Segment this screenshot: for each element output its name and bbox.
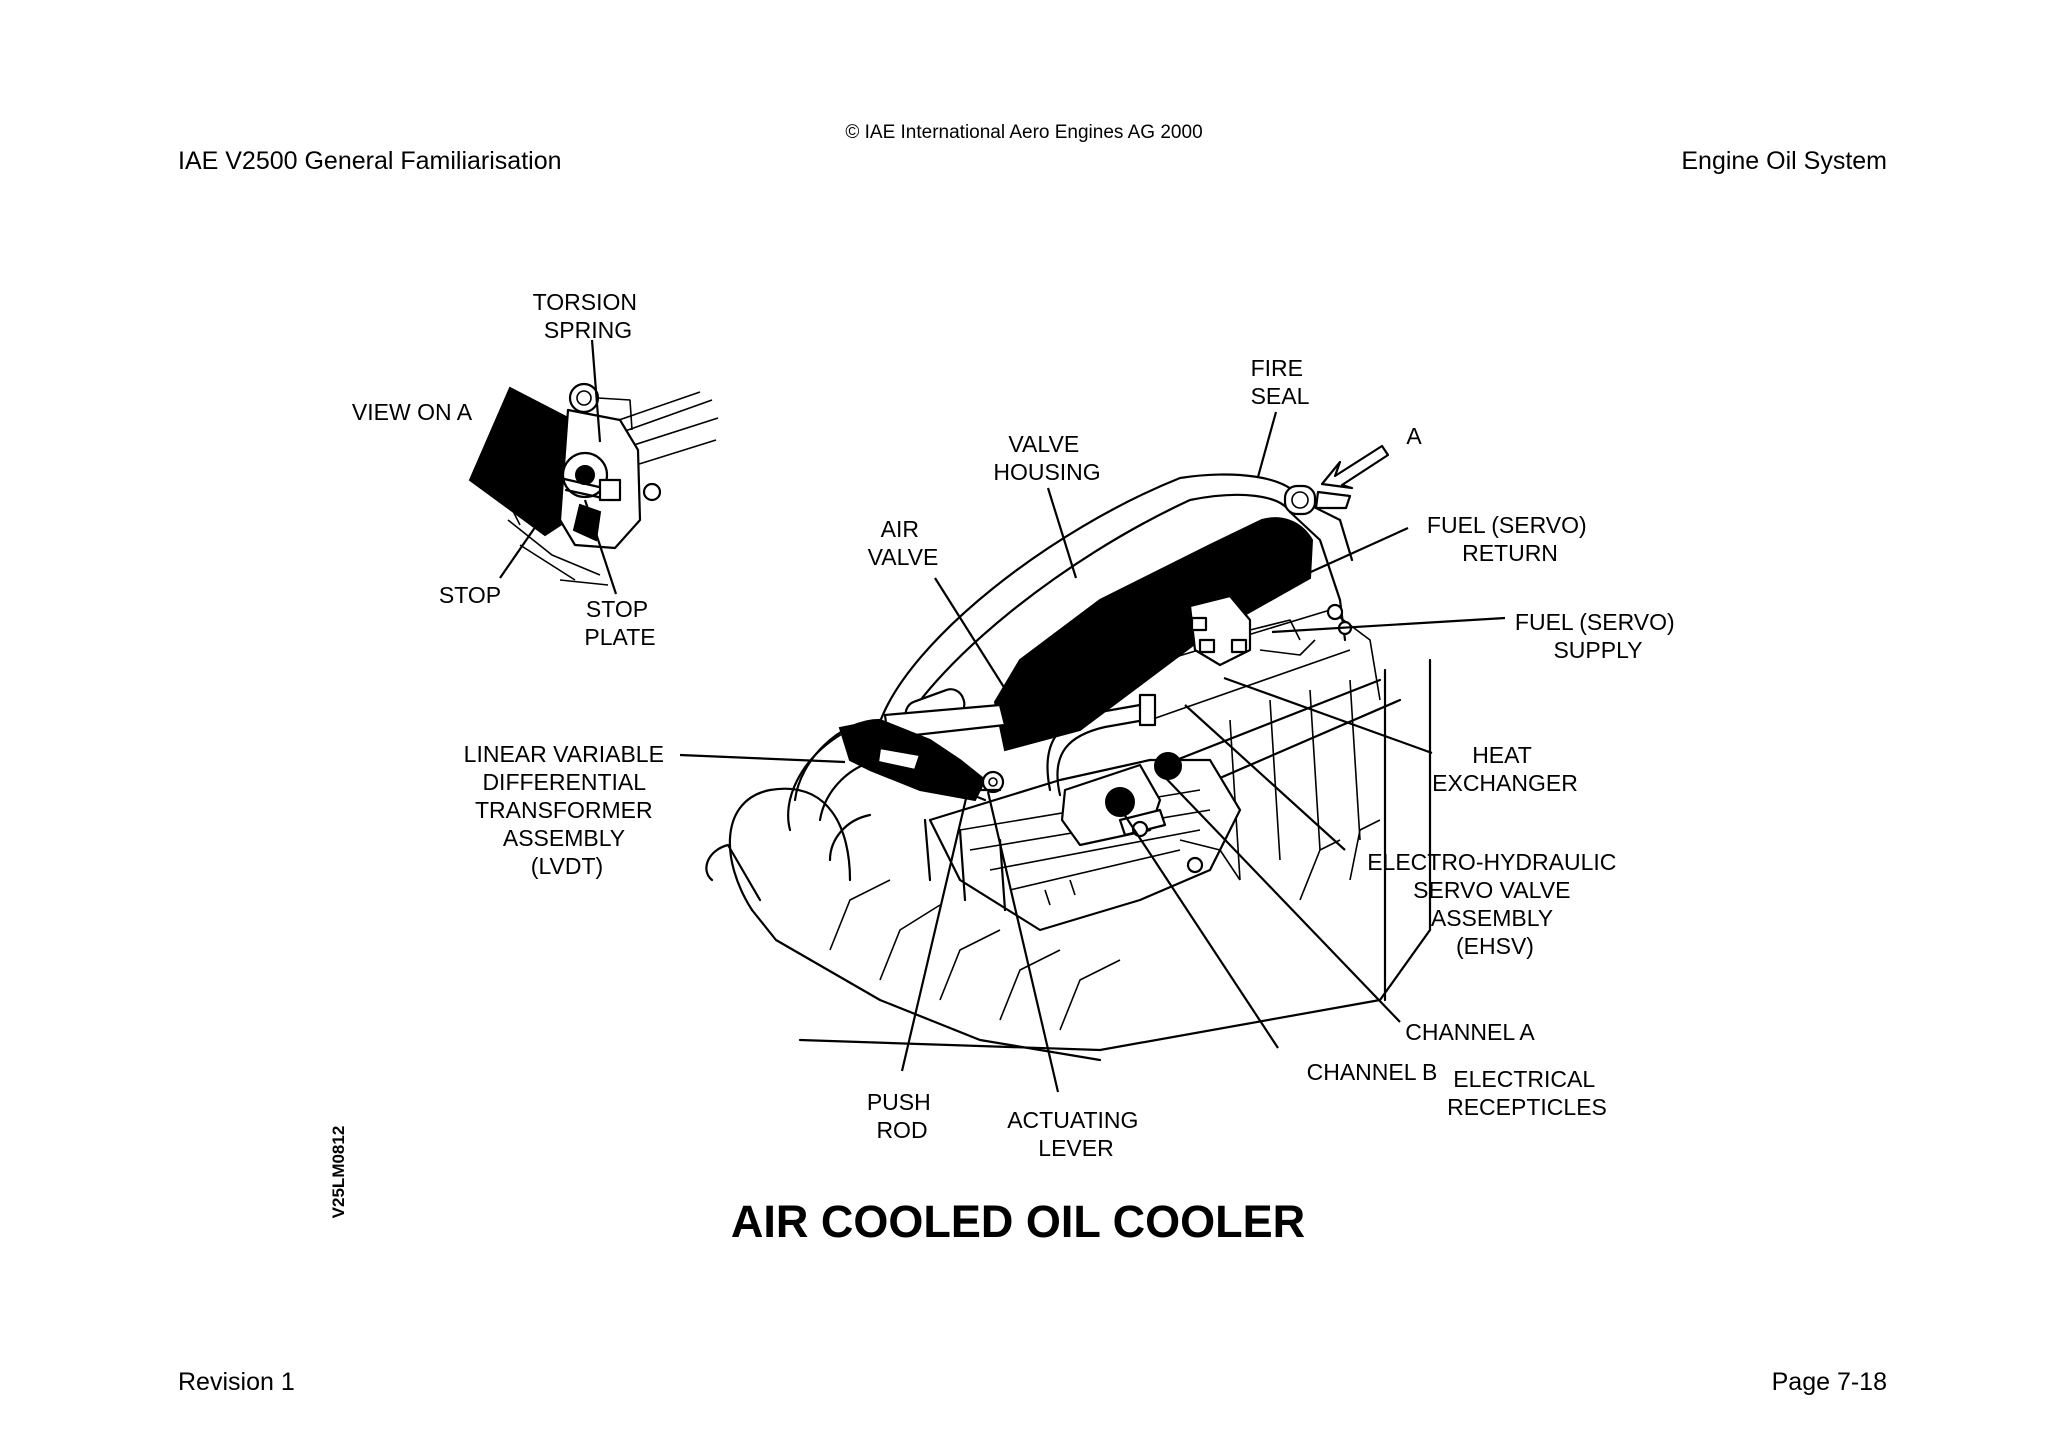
label-fire-seal: FIRE SEAL [1251, 355, 1310, 409]
view-arrow-a: A [1320, 423, 1422, 490]
figure-title: AIR COOLED OIL COOLER [731, 1196, 1305, 1247]
label-torsion-spring: TORSION SPRING [533, 289, 644, 343]
document-title: IAE V2500 General Familiarisation [178, 147, 562, 175]
label-stop-plate: STOP PLATE [584, 596, 655, 650]
section-title: Engine Oil System [1681, 147, 1887, 175]
label-electrical-recepticles: ELECTRICAL RECEPTICLES [1447, 1066, 1607, 1120]
copyright-notice: © IAE International Aero Engines AG 2000 [845, 122, 1203, 143]
revision-label: Revision 1 [178, 1368, 295, 1396]
figure-id: V25LM0812 [329, 1126, 348, 1219]
label-fuel-servo-return: FUEL (SERVO) RETURN [1427, 512, 1593, 566]
main-assembly [705, 473, 1432, 1062]
inset-title: VIEW ON A [352, 399, 473, 425]
label-stop: STOP [439, 582, 501, 608]
label-heat-exchanger: HEAT EXCHANGER [1432, 742, 1578, 796]
label-valve-housing: VALVE HOUSING [993, 431, 1100, 485]
label-ehsv: ELECTRO-HYDRAULIC SERVO VALVE ASSEMBLY (… [1367, 849, 1623, 959]
leader-lines [499, 339, 1506, 1093]
label-channel-a: CHANNEL A [1405, 1019, 1535, 1045]
label-actuating-lever: ACTUATING LEVER [1007, 1107, 1145, 1161]
page-number: Page 7-18 [1771, 1368, 1887, 1396]
inset-view-on-a [468, 382, 719, 586]
label-lvdt: LINEAR VARIABLE DIFFERENTIAL TRANSFORMER… [464, 741, 671, 879]
labels: VIEW ON A TORSION SPRING STOP STOP PLATE… [352, 289, 1681, 1161]
view-arrow-label: A [1406, 423, 1422, 449]
label-push-rod: PUSH ROD [867, 1089, 937, 1143]
label-air-valve: AIR VALVE [868, 516, 939, 570]
label-fuel-servo-supply: FUEL (SERVO) SUPPLY [1515, 609, 1681, 663]
label-channel-b: CHANNEL B [1307, 1059, 1438, 1085]
